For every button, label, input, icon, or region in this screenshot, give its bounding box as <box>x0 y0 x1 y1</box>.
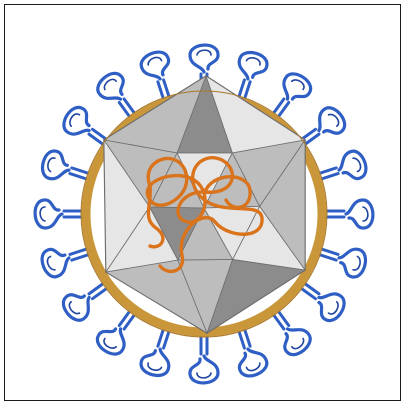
spike <box>190 330 218 383</box>
spike-head <box>190 45 218 72</box>
spike-head <box>138 345 173 379</box>
spike-head <box>335 245 369 280</box>
spike-head-inner <box>363 207 368 221</box>
spike <box>320 200 373 228</box>
spike-head <box>235 49 270 83</box>
spike-head <box>39 148 73 183</box>
spike-head-inner <box>40 207 45 221</box>
spike-head <box>235 345 270 379</box>
spike-head <box>35 200 62 228</box>
spike-head <box>346 200 373 228</box>
spike-head-inner <box>147 56 162 65</box>
spike-head <box>39 245 73 280</box>
spike-head-inner <box>246 363 261 372</box>
spike-head-inner <box>197 50 211 55</box>
spike-head-inner <box>46 157 55 172</box>
spike-head-inner <box>353 256 362 271</box>
spike-head <box>335 148 369 183</box>
spike-head-inner <box>147 363 162 372</box>
spike-head-inner <box>246 56 261 65</box>
spike-head <box>190 356 218 383</box>
spike-head-inner <box>46 256 55 271</box>
spike-head-inner <box>197 373 211 378</box>
spike-head <box>138 49 173 83</box>
spike <box>35 200 88 228</box>
spike-head-inner <box>353 157 362 172</box>
